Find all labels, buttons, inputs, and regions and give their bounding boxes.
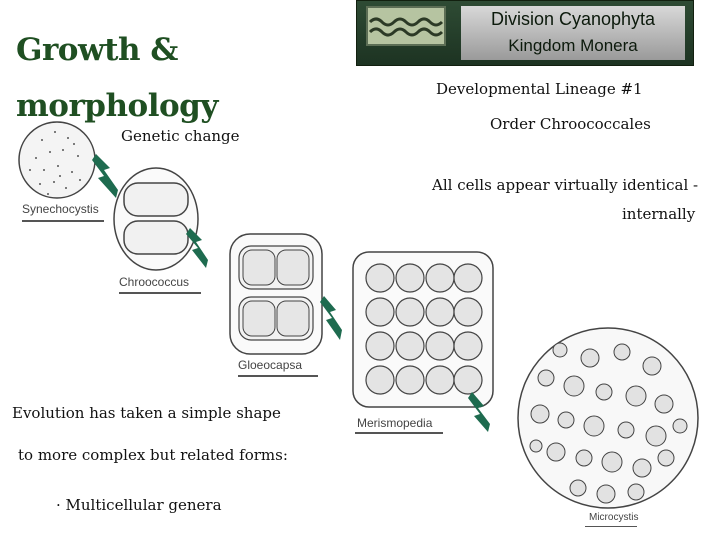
evolution-line-2: to more complex but related forms: xyxy=(18,446,288,464)
evolution-line-3: · Multicellular genera xyxy=(56,496,222,514)
genetic-change-label: Genetic change xyxy=(121,127,240,145)
banner-division: Division Cyanophyta xyxy=(490,9,656,29)
banner-plate xyxy=(461,6,685,60)
lineage-note-line-2: internally xyxy=(622,205,696,223)
gloeocapsa-colony xyxy=(229,233,323,355)
underline-chroococcus xyxy=(119,292,201,294)
lightning-arrow-4 xyxy=(468,392,490,432)
lightning-arrow-1 xyxy=(92,154,118,198)
lineage-heading: Developmental Lineage #1 xyxy=(436,80,643,98)
label-microcystis: Microcystis xyxy=(589,512,639,523)
underline-synechocystis xyxy=(22,220,104,222)
underline-microcystis xyxy=(585,526,637,527)
label-synechocystis: Synechocystis xyxy=(22,202,99,216)
banner-thumbnail xyxy=(366,6,446,46)
filament-wave-icon xyxy=(368,17,444,37)
banner-kingdom: Kingdom Monera xyxy=(508,36,638,55)
lightning-arrow-3 xyxy=(320,296,342,340)
evolution-line-1: Evolution has taken a simple shape xyxy=(12,404,281,422)
lightning-arrow-2 xyxy=(186,228,208,268)
underline-gloeocapsa xyxy=(238,375,318,377)
label-merismopedia: Merismopedia xyxy=(357,416,433,430)
title-line-2: morphology xyxy=(16,88,218,124)
chroococcus-colony xyxy=(113,167,199,271)
lightning-arrows xyxy=(92,154,490,432)
lineage-order: Order Chroococcales xyxy=(490,115,651,133)
label-chroococcus: Chroococcus xyxy=(119,275,190,289)
microcystis-colony xyxy=(517,327,699,509)
lineage-note-line-1: All cells appear virtually identical - xyxy=(432,176,699,194)
merismopedia-colony xyxy=(352,251,494,408)
underline-merismopedia xyxy=(355,432,443,434)
synechocystis-cell xyxy=(18,121,96,199)
title-line-1: Growth & xyxy=(16,32,178,68)
label-gloeocapsa: Gloeocapsa xyxy=(238,358,303,372)
title: Growth & morphology xyxy=(16,22,218,134)
